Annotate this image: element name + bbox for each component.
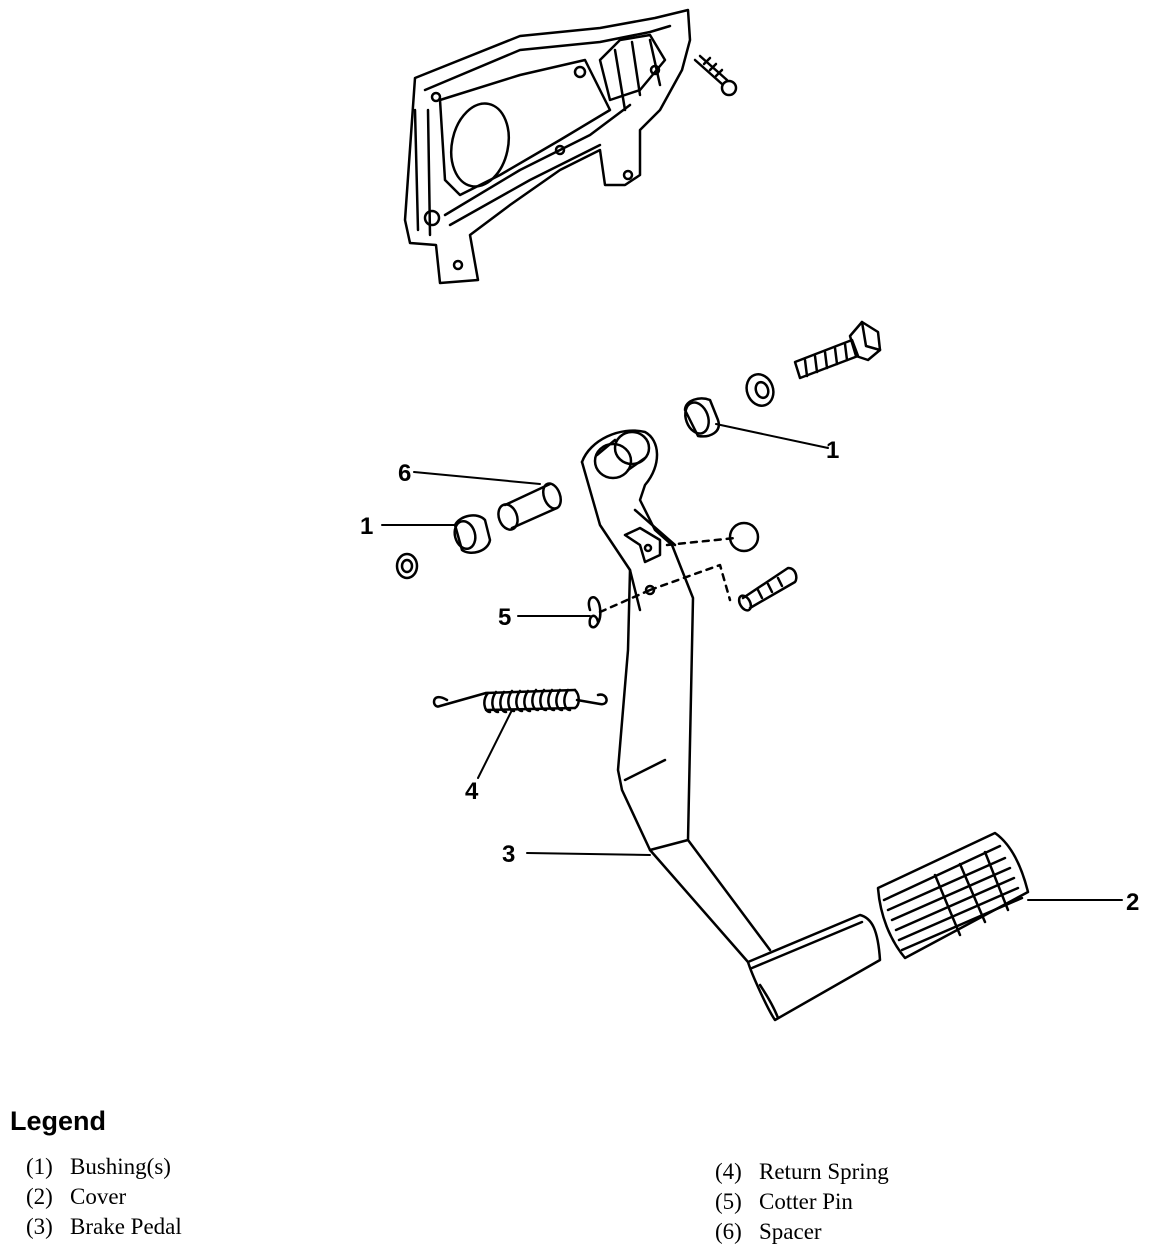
legend-label: Spacer — [759, 1219, 822, 1244]
clevis-cap — [728, 521, 760, 553]
brake-pedal-arm — [580, 429, 772, 964]
callout-cotter-pin: 5 — [498, 604, 511, 631]
legend-right-column: (4) Return Spring (5) Cotter Pin (6) Spacer — [715, 1157, 889, 1247]
callout-return-spring: 4 — [465, 778, 479, 805]
pedal-cover — [876, 831, 1030, 960]
legend-index: (6) — [715, 1219, 742, 1244]
clevis-pin — [737, 566, 798, 612]
legend-title: Legend — [10, 1106, 107, 1136]
legend-item-brake-pedal: (3) Brake Pedal — [26, 1212, 182, 1242]
pivot-bolt — [793, 320, 882, 380]
legend-label: Cotter Pin — [759, 1189, 853, 1214]
bushing-right — [683, 397, 721, 438]
legend-index: (3) — [26, 1214, 53, 1239]
callout-brake-pedal: 3 — [502, 841, 515, 868]
legend-item-spacer: (6) Spacer — [715, 1217, 889, 1247]
legend-label: Return Spring — [759, 1159, 889, 1184]
leader-lines — [381, 423, 1123, 901]
legend-label: Cover — [70, 1184, 127, 1209]
legend-index: (4) — [715, 1159, 742, 1184]
bushing-left — [453, 514, 492, 554]
cotter-pin — [587, 596, 602, 629]
nut — [745, 373, 775, 407]
legend-label: Brake Pedal — [70, 1214, 182, 1239]
alignment-dashes — [598, 536, 737, 614]
legend-index: (5) — [715, 1189, 742, 1214]
callout-cover: 2 — [1126, 889, 1139, 916]
callout-bushing-left: 1 — [360, 513, 373, 540]
legend-left-column: (1) Bushing(s) (2) Cover (3) Brake Pedal — [26, 1152, 182, 1242]
callout-spacer: 6 — [398, 460, 411, 487]
pedal-bracket — [403, 8, 738, 285]
legend-item-cotter-pin: (5) Cotter Pin — [715, 1187, 889, 1217]
legend-label: Bushing(s) — [70, 1154, 171, 1179]
legend-index: (1) — [26, 1154, 53, 1179]
washer — [395, 552, 419, 580]
legend-index: (2) — [26, 1184, 53, 1209]
spacer — [497, 482, 562, 531]
return-spring — [432, 688, 608, 714]
legend-item-bushings: (1) Bushing(s) — [26, 1152, 182, 1182]
callout-bushing-right: 1 — [826, 437, 839, 464]
legend-item-return-spring: (4) Return Spring — [715, 1157, 889, 1187]
pedal-pad — [746, 913, 882, 1022]
legend-item-cover: (2) Cover — [26, 1182, 182, 1212]
